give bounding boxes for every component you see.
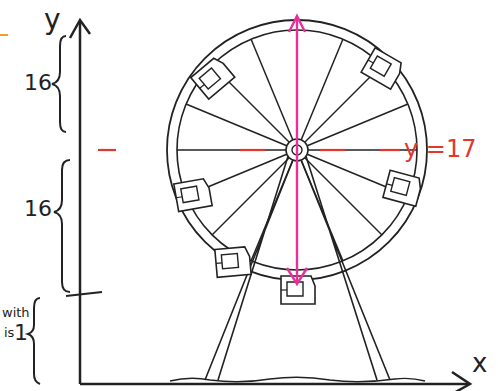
dimension-label: 1 <box>14 322 28 344</box>
text-fragment: is <box>4 326 14 339</box>
axis-label: x <box>472 350 487 376</box>
dimension-label: 16 <box>24 72 52 94</box>
equation-label: y =17 <box>404 137 476 161</box>
text-fragment: with <box>2 306 30 319</box>
dimension-label: 16 <box>24 198 52 220</box>
axis-label: y <box>44 6 61 34</box>
